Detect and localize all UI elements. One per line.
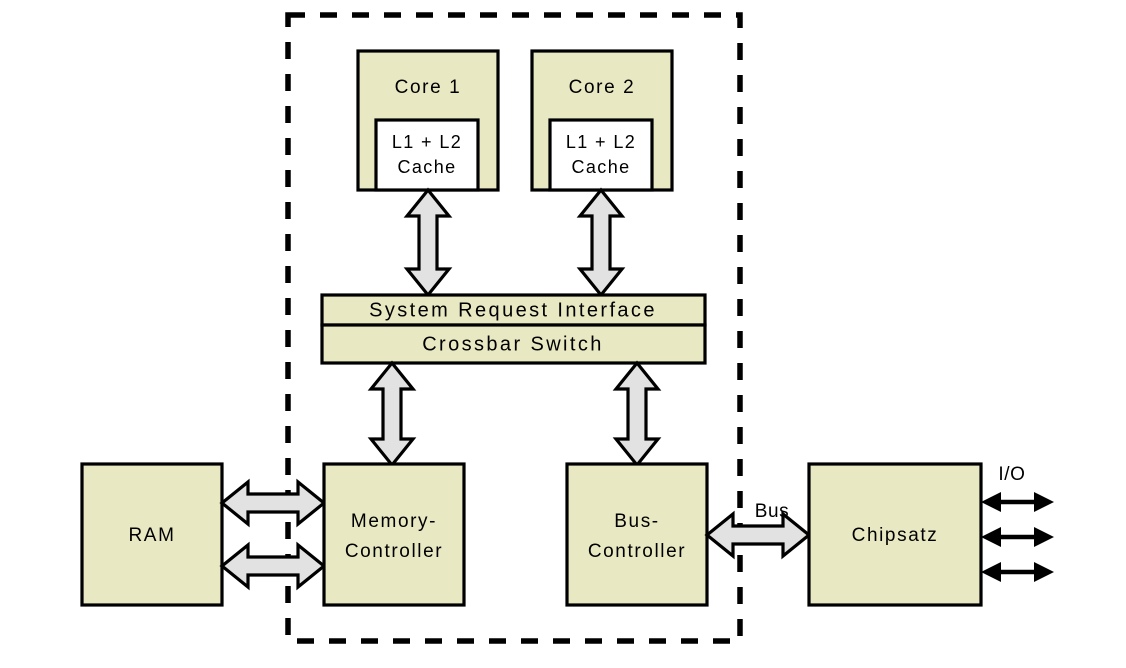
io-label: I/O: [998, 464, 1025, 485]
chipset-block[interactable]: Chipsatz: [807, 462, 983, 607]
core1-label: Core 1: [395, 77, 462, 98]
chipset-label: Chipsatz: [852, 525, 939, 546]
bus-controller-block[interactable]: Bus- Controller: [565, 462, 709, 607]
core2-label: Core 2: [569, 77, 636, 98]
ram-block[interactable]: RAM: [80, 462, 224, 607]
bus-controller-label-line1: Bus-: [614, 511, 659, 532]
ram-label: RAM: [128, 525, 175, 546]
cache1-box[interactable]: [374, 118, 480, 192]
io-arrow-3: [981, 562, 1054, 582]
bus-label: Bus: [755, 501, 790, 522]
memory-controller-label-line1: Memory-: [351, 511, 437, 532]
chipset-box[interactable]: [807, 462, 983, 607]
crossbar-switch-block[interactable]: Crossbar Switch: [320, 323, 707, 365]
cache2-label-line1: L1 + L2: [566, 132, 636, 152]
cache1-label-line2: Cache: [397, 157, 456, 177]
cpu-die-boundary: [285, 12, 743, 644]
system-request-interface-block[interactable]: System Request Interface: [320, 293, 707, 327]
io-arrow-1: [981, 492, 1054, 512]
cache2-block[interactable]: L1 + L2 Cache: [548, 118, 654, 192]
crossbar-to-memory-controller-arrow: [367, 360, 417, 468]
crossbar-switch-label: Crossbar Switch: [422, 333, 604, 355]
ram-to-memory-controller-arrow-lower: [219, 541, 327, 591]
io-arrow-2: [981, 527, 1054, 547]
crossbar-to-bus-controller-arrow: [612, 360, 662, 468]
core2-block[interactable]: Core 2 L1 + L2 Cache: [530, 49, 674, 192]
core1-to-sri-arrow: [403, 187, 453, 298]
ram-box[interactable]: [80, 462, 224, 607]
ram-to-memory-controller-arrow-upper: [219, 478, 327, 528]
core2-to-sri-arrow: [576, 187, 626, 298]
system-request-interface-box[interactable]: [320, 293, 707, 327]
memory-controller-label-line2: Controller: [345, 541, 443, 562]
bus-controller-label-line2: Controller: [588, 541, 686, 562]
core1-block[interactable]: Core 1 L1 + L2 Cache: [356, 49, 500, 192]
cache2-label-line2: Cache: [571, 157, 630, 177]
cache2-box[interactable]: [548, 118, 654, 192]
crossbar-switch-box[interactable]: [320, 323, 707, 365]
memory-controller-box[interactable]: [322, 462, 466, 607]
cache1-block[interactable]: L1 + L2 Cache: [374, 118, 480, 192]
system-request-interface-label: System Request Interface: [369, 299, 657, 321]
cache1-label-line1: L1 + L2: [392, 132, 462, 152]
memory-controller-block[interactable]: Memory- Controller: [322, 462, 466, 607]
bus-controller-box[interactable]: [565, 462, 709, 607]
